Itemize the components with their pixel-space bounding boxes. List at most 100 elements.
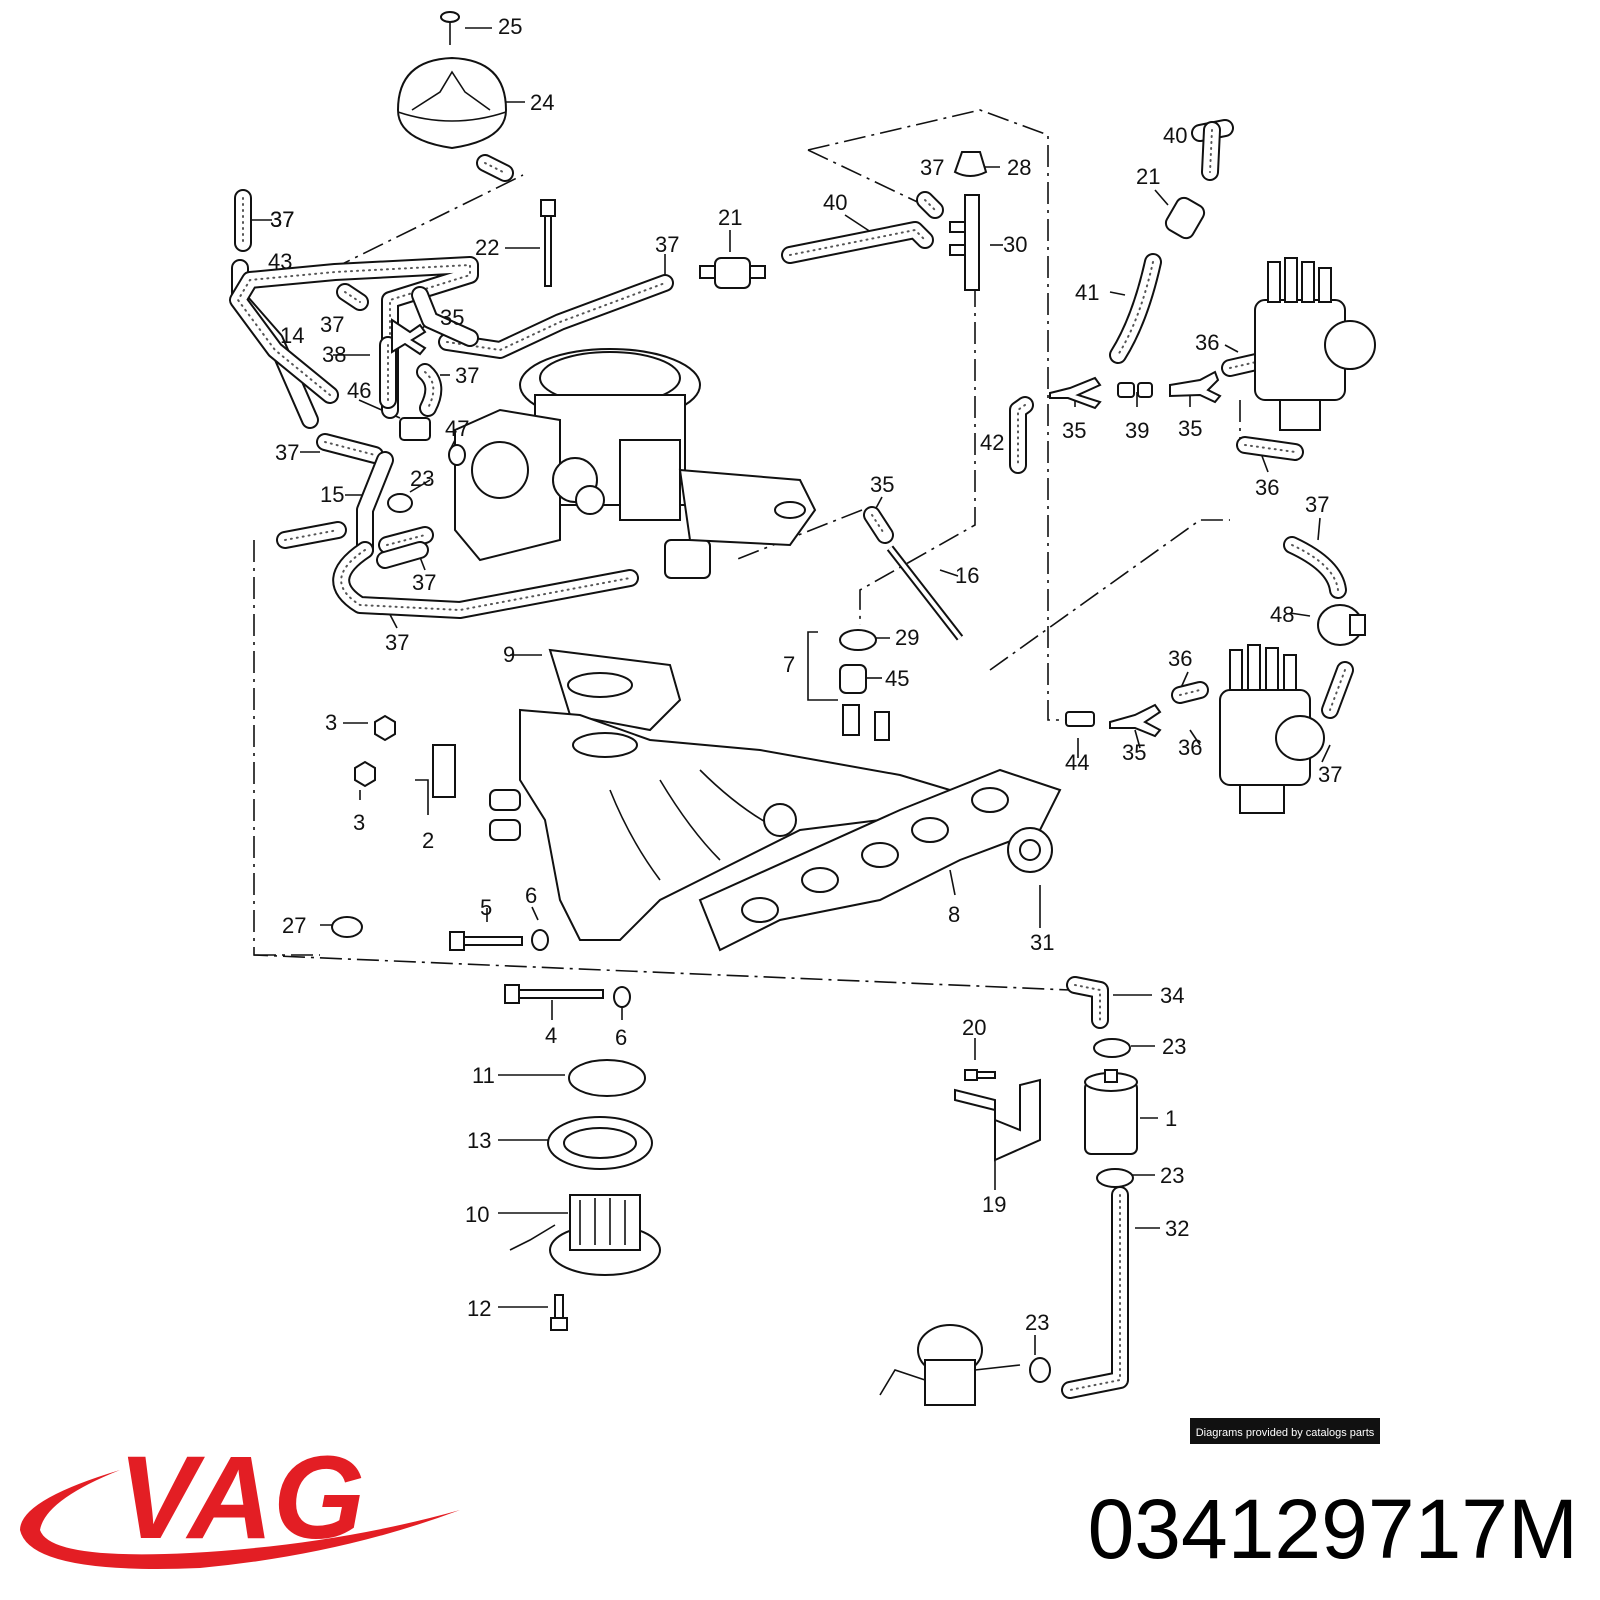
watermark-text: Diagrams provided by catalogs parts xyxy=(1196,1427,1375,1439)
vag-logo: VAG xyxy=(20,1432,460,1569)
label-34: 34 xyxy=(1160,983,1184,1008)
label-46: 46 xyxy=(347,378,371,403)
label-23: 23 xyxy=(410,466,434,491)
label-32: 32 xyxy=(1165,1216,1189,1241)
carburettor xyxy=(454,348,817,579)
label-31: 31 xyxy=(1030,930,1054,955)
grommet-31 xyxy=(1007,827,1053,873)
screw-25 xyxy=(440,11,460,45)
heater-10 xyxy=(509,1194,661,1276)
bolt-4 xyxy=(504,984,604,1004)
clamp-23c xyxy=(1096,1168,1134,1188)
connectors xyxy=(391,318,1222,738)
bolt-22 xyxy=(540,199,556,287)
label-40: 40 xyxy=(1163,123,1187,148)
distributor-upper xyxy=(1254,257,1376,431)
label-36: 36 xyxy=(1178,735,1202,760)
gasket-13 xyxy=(547,1116,653,1170)
cap-28 xyxy=(953,151,988,177)
label-37: 37 xyxy=(270,207,294,232)
label-19: 19 xyxy=(982,1192,1006,1217)
nipple-7a xyxy=(842,704,860,736)
filter-45 xyxy=(839,664,867,694)
label-35: 35 xyxy=(870,472,894,497)
label-37: 37 xyxy=(1305,492,1329,517)
label-37: 37 xyxy=(412,570,436,595)
label-21: 21 xyxy=(718,205,742,230)
label-37: 37 xyxy=(385,630,409,655)
valve-46 xyxy=(399,417,431,441)
label-27: 27 xyxy=(282,913,306,938)
label-23: 23 xyxy=(1162,1034,1186,1059)
gasket-8 xyxy=(698,768,1062,952)
label-40: 40 xyxy=(823,190,847,215)
nut-3b xyxy=(354,760,376,788)
callout-labels: 25 24 37 28 40 37 21 40 30 21 37 22 37 4… xyxy=(268,14,1342,1335)
label-1: 1 xyxy=(1165,1106,1177,1131)
label-6: 6 xyxy=(525,883,537,908)
fuel-pump xyxy=(879,1324,1021,1406)
washer-6b xyxy=(613,986,631,1008)
label-9: 9 xyxy=(503,642,515,667)
bolt-5 xyxy=(449,931,523,951)
clamp-23d xyxy=(1029,1357,1051,1383)
label-37: 37 xyxy=(270,207,294,232)
label-38: 38 xyxy=(322,342,346,367)
plug-27 xyxy=(331,916,363,938)
label-7: 7 xyxy=(783,652,795,677)
label-37: 37 xyxy=(655,232,679,257)
label-15: 15 xyxy=(320,482,344,507)
bracket-2 xyxy=(432,744,456,798)
label-5: 5 xyxy=(480,895,492,920)
nipple-7b xyxy=(874,711,890,741)
cap-24 xyxy=(396,56,508,150)
label-11: 11 xyxy=(472,1063,495,1088)
label-36: 36 xyxy=(1255,475,1279,500)
logo-swoosh xyxy=(20,1470,460,1569)
watermark-badge: Diagrams provided by catalogs parts xyxy=(1190,1418,1380,1444)
label-37: 37 xyxy=(275,440,299,465)
fuel-filter-1 xyxy=(1084,1069,1138,1155)
distributor-lower xyxy=(1219,644,1325,814)
clip-29 xyxy=(839,629,877,651)
label-23: 23 xyxy=(1025,1310,1049,1335)
label-6: 6 xyxy=(615,1025,627,1050)
label-10: 10 xyxy=(465,1202,489,1227)
label-16: 16 xyxy=(955,563,979,588)
logo-wordmark: VAG xyxy=(118,1432,365,1564)
t-piece-30 xyxy=(949,194,980,291)
label-37: 37 xyxy=(920,155,944,180)
label-13: 13 xyxy=(467,1128,491,1153)
label-35: 35 xyxy=(1178,416,1202,441)
clamp-23b xyxy=(1093,1038,1131,1058)
label-36: 36 xyxy=(1168,646,1192,671)
label-3: 3 xyxy=(325,710,337,735)
label-35: 35 xyxy=(440,305,464,330)
label-22: 22 xyxy=(475,235,499,260)
label-4: 4 xyxy=(545,1023,557,1048)
label-42: 42 xyxy=(980,430,1004,455)
label-3: 3 xyxy=(353,810,365,835)
intake-manifold xyxy=(489,648,952,941)
label-24: 24 xyxy=(530,90,554,115)
valve-21 xyxy=(699,257,766,289)
label-8: 8 xyxy=(948,902,960,927)
label-23: 23 xyxy=(1160,1163,1184,1188)
label-37: 37 xyxy=(455,363,479,388)
label-30: 30 xyxy=(1003,232,1027,257)
label-20: 20 xyxy=(962,1015,986,1040)
label-28: 28 xyxy=(1007,155,1031,180)
label-25: 25 xyxy=(498,14,522,39)
label-12: 12 xyxy=(467,1296,491,1321)
screw-12 xyxy=(550,1294,568,1331)
label-48: 48 xyxy=(1270,602,1294,627)
label-39: 39 xyxy=(1125,418,1149,443)
label-41: 41 xyxy=(1075,280,1099,305)
screw-20 xyxy=(964,1069,996,1081)
clamp-23a xyxy=(387,493,413,513)
nut-3a xyxy=(374,714,396,742)
label-35: 35 xyxy=(1122,740,1146,765)
label-37: 37 xyxy=(1318,762,1342,787)
rod-16-inner xyxy=(888,546,962,640)
